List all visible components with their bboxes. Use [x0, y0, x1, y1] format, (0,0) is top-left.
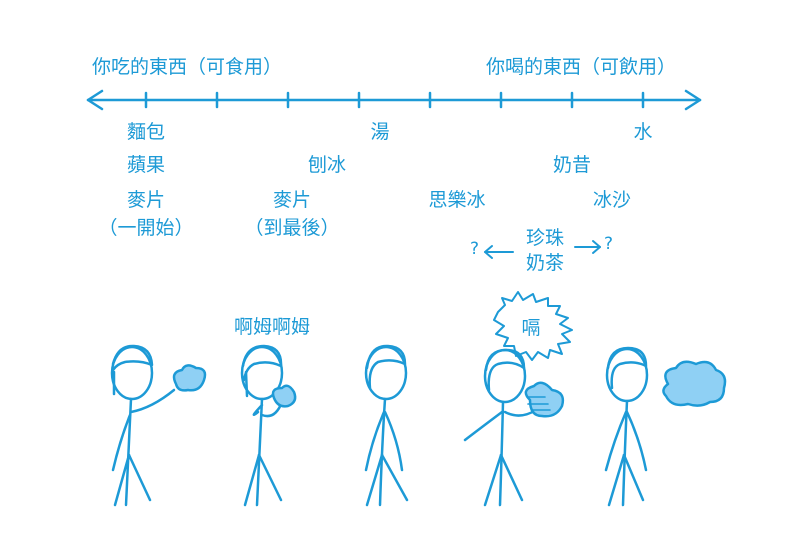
item-cereal-start-note: （一開始） [98, 217, 194, 239]
burp-burst-icon [493, 291, 573, 361]
item-slurpee: 思樂冰 [428, 189, 486, 211]
stick-figure-3 [364, 344, 409, 507]
stick-figure-2 [240, 344, 297, 507]
item-boba: 珍珠 [525, 227, 565, 249]
speech-burp: 嗝 [521, 317, 541, 339]
speech-nom: 啊姆啊姆 [233, 316, 311, 338]
boba-question-left: ? [470, 239, 480, 259]
scale-right-label: 你喝的東西（可飲用） [486, 56, 677, 78]
food-cloud-icon [172, 364, 207, 392]
boba-question-right: ? [604, 234, 614, 254]
drink-cloud-icon [524, 381, 565, 418]
food-cloud-icon [271, 384, 297, 408]
boba-arrows [484, 240, 601, 259]
item-cereal-start: 麥片 [126, 189, 166, 211]
stick-figure-4 [463, 291, 573, 507]
item-smoothie: 冰沙 [592, 189, 632, 211]
item-apple: 蘋果 [126, 154, 166, 176]
item-cereal-end-note: （到最後） [244, 217, 340, 239]
item-cereal-end: 麥片 [272, 189, 312, 211]
scale-axis [86, 89, 702, 111]
drink-cloud-icon [662, 360, 727, 407]
item-boba-tea: 奶茶 [525, 252, 565, 274]
item-milkshake: 奶昔 [552, 154, 592, 176]
scale-left-label: 你吃的東西（可食用） [92, 56, 283, 78]
item-water: 水 [633, 121, 653, 143]
stick-figure-1 [110, 344, 207, 507]
item-soup: 湯 [370, 121, 390, 143]
item-bread: 麵包 [126, 121, 166, 143]
stick-figure-5 [604, 346, 727, 507]
item-shaved-ice: 刨冰 [307, 154, 347, 176]
